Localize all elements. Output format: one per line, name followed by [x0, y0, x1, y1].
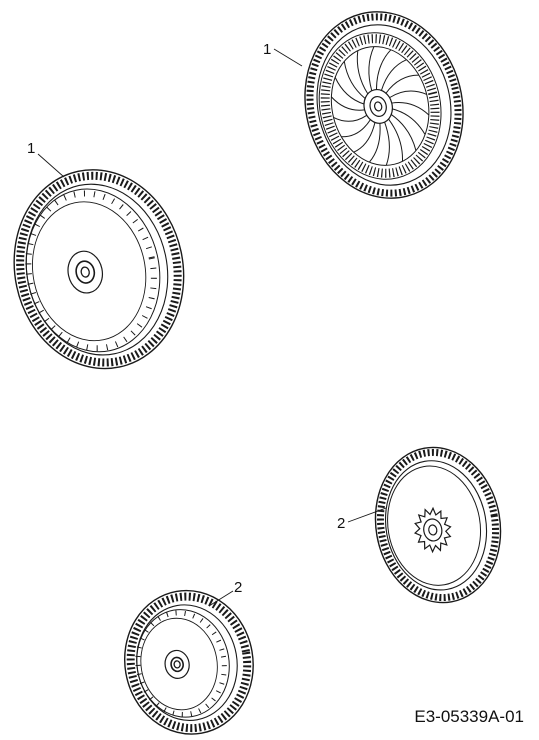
rim-disc: [140, 617, 218, 711]
gear-teeth: [413, 506, 452, 554]
rim-ribs: [135, 610, 227, 717]
spoke: [390, 114, 417, 151]
spoke: [391, 102, 430, 116]
spoke: [333, 114, 368, 122]
hub-ring-inner: [75, 260, 96, 284]
spoke: [384, 121, 390, 166]
drive-gear: [413, 506, 452, 554]
leader-line: [208, 590, 234, 607]
spoke: [380, 59, 407, 91]
hub-ring: [363, 89, 393, 124]
rim-inner: [330, 46, 430, 166]
tire-inner-edge: [384, 460, 488, 591]
hub-ring-inner: [170, 656, 184, 673]
hub-ring: [164, 649, 190, 679]
callout-part-2-right: 2: [337, 507, 387, 532]
spoke: [369, 123, 381, 163]
leader-line: [273, 48, 303, 67]
tire-outer: [374, 446, 502, 604]
axle-hole: [428, 524, 438, 536]
spoke: [356, 50, 369, 95]
hub-ring: [67, 250, 104, 294]
spoke: [388, 118, 403, 162]
axle-hole: [80, 266, 90, 278]
leader-line: [347, 507, 387, 523]
drawing-number: E3-05339A-01: [414, 707, 524, 726]
wheel-gear-right: [374, 446, 502, 604]
rim-edge: [318, 32, 442, 180]
callout-part-1-top: 1: [263, 41, 303, 67]
spoke: [341, 119, 371, 138]
wheel-flat-left: [13, 169, 185, 370]
rim-ribs: [25, 190, 157, 352]
callout-label: 1: [263, 41, 271, 58]
leader-line: [37, 153, 65, 178]
tire-outer: [13, 169, 185, 370]
hub-ring-inner: [369, 95, 387, 117]
spoke: [353, 122, 376, 153]
hub-spokes: [331, 46, 430, 166]
rim-disc: [32, 201, 147, 342]
callout-part-2-bottom: 2: [208, 579, 242, 607]
callout-label: 2: [337, 515, 345, 532]
tire-tread-band: [376, 448, 500, 602]
tire-outer: [304, 11, 464, 199]
rim-ribs: [320, 34, 440, 178]
callout-label: 1: [27, 140, 35, 157]
spoke: [375, 49, 392, 90]
wheel-flat-bottom: [123, 589, 254, 735]
wheel-spoked-top-right: [304, 11, 464, 199]
tire-outer: [123, 589, 254, 735]
spoke: [368, 46, 375, 91]
spoke: [343, 61, 366, 99]
rim-disc: [387, 465, 482, 586]
spoke: [334, 77, 365, 105]
callout-part-1-left: 1: [27, 140, 65, 178]
tire-tread-band: [16, 171, 182, 367]
callout-label: 2: [234, 579, 242, 596]
tire-tread-band: [126, 592, 252, 733]
axle-hole: [173, 660, 181, 669]
gear-ring: [423, 518, 443, 542]
spoke: [385, 74, 419, 94]
tire-inner-edge: [316, 24, 452, 186]
spoke: [392, 108, 426, 135]
spoke: [389, 90, 427, 99]
spoke: [331, 96, 365, 111]
rim-edge: [136, 609, 230, 718]
axle-hole: [374, 101, 383, 112]
